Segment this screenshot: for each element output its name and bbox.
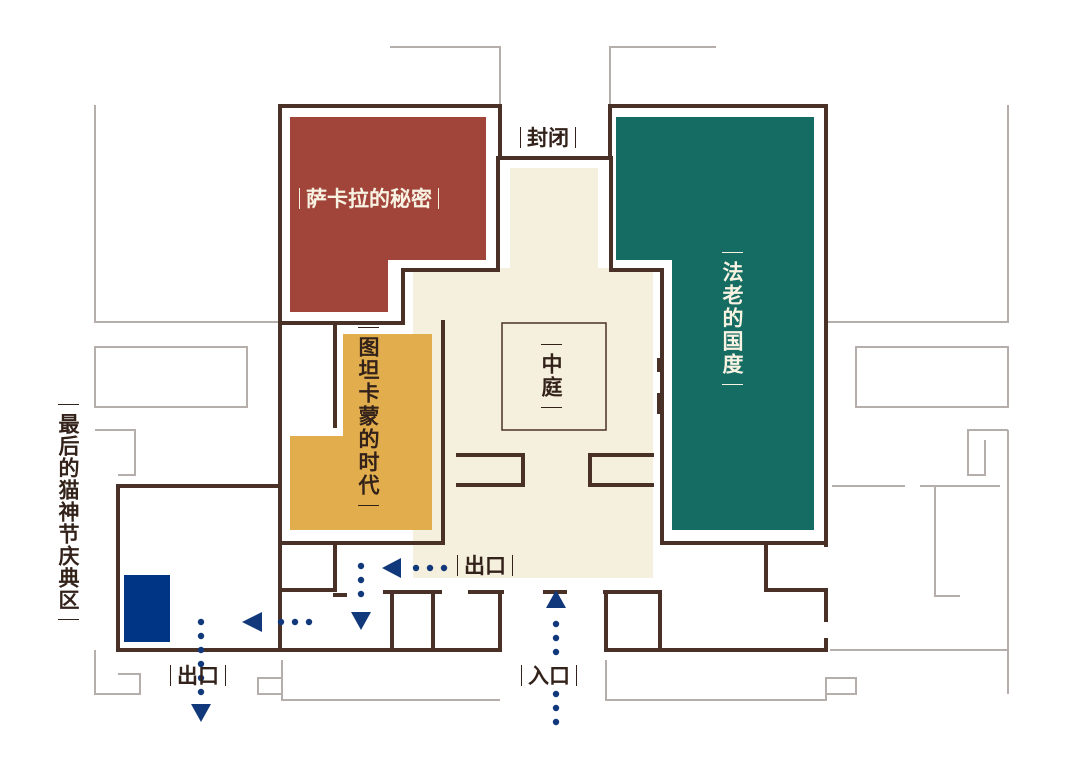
context-outline-bottom-left [257, 660, 500, 701]
wall-saqqara-east [278, 156, 500, 325]
route-down-arrow [351, 562, 371, 630]
route-exit-bottom-arrow [191, 618, 211, 722]
wall-courtyard-nook-right [588, 453, 654, 487]
room-label-saqqara: 萨卡拉的秘密 [299, 188, 439, 209]
label-exit-bottom: 出口 [170, 665, 226, 686]
context-block-left [94, 346, 248, 408]
wall-south-block [278, 541, 347, 597]
room-label-courtyard: 中庭 [539, 344, 564, 408]
room-label-cat-festival: 最后的猫神节庆典区 [56, 404, 81, 620]
route-entrance-arrow [546, 590, 566, 726]
wall-north-west [278, 104, 828, 160]
context-outline-left-bottom [94, 650, 141, 695]
context-outline-left-lower [95, 429, 136, 476]
context-outline-top-right [609, 46, 716, 105]
courtyard-background-main [413, 268, 653, 578]
route-left-arrow [242, 612, 313, 632]
context-block-right [855, 346, 1009, 408]
courtyard-background [510, 168, 598, 268]
context-outline-right-wing [826, 105, 1009, 323]
cat-festival-marker [124, 575, 170, 642]
wall-cat-room [116, 484, 282, 652]
route-exit-courtyard-arrow [382, 558, 448, 578]
context-outline-right-lower [830, 429, 1009, 694]
context-outline-bottom-right [605, 660, 857, 701]
wall-pharaoh-west [609, 156, 828, 545]
label-closed: 封闭 [520, 127, 576, 148]
wall-east-annex [764, 543, 828, 592]
wall-south-rooms [390, 590, 662, 652]
pharaoh-room [616, 117, 814, 530]
label-entrance: 入口 [521, 665, 577, 686]
context-outline-left-wing [94, 105, 278, 323]
context-outline-top-left [390, 46, 501, 105]
room-label-tutankhamun: 图坦卡蒙的时代 [356, 327, 381, 506]
tutankhamun-room [290, 334, 432, 530]
label-exit-courtyard: 出口 [457, 555, 513, 576]
courtyard-label-box [501, 322, 607, 431]
room-label-pharaoh: 法老的国度 [720, 252, 745, 385]
wall-courtyard-nook-left [456, 453, 525, 487]
saqqara-room [290, 117, 486, 312]
